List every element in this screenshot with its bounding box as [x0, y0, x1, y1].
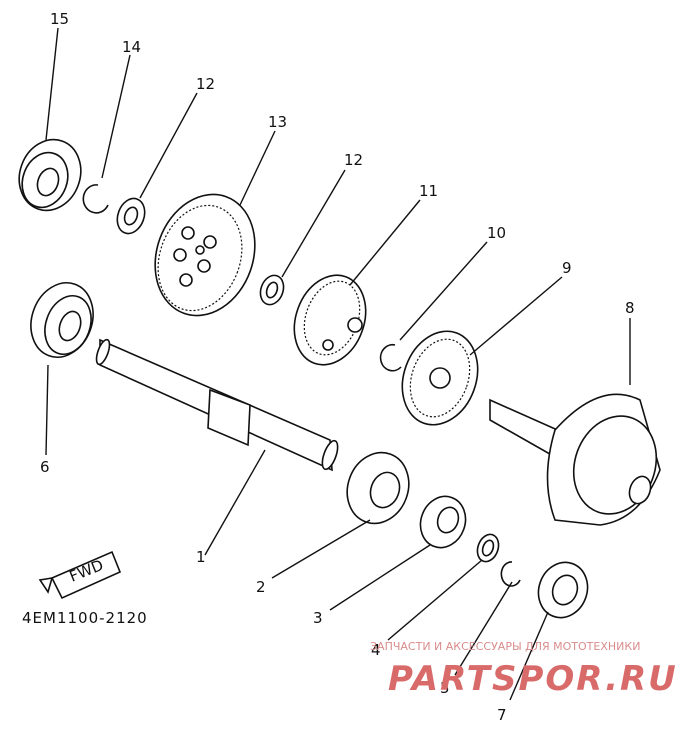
watermark-subtitle: ЗАПЧАСТИ И АКСЕССУАРЫ ДЛЯ МОТОТЕХНИКИ — [370, 640, 640, 653]
output-shaft-8 — [489, 393, 661, 526]
label-13: 13 — [268, 113, 287, 131]
label-4: 4 — [371, 641, 381, 659]
label-12-upper: 12 — [196, 75, 215, 93]
bearing-6 — [30, 282, 94, 358]
fwd-arrow: FWD — [38, 550, 122, 600]
circlip-14 — [82, 184, 109, 214]
circlip-5 — [500, 561, 521, 587]
circlip-10 — [379, 343, 402, 372]
label-2: 2 — [256, 578, 266, 596]
label-15: 15 — [50, 10, 69, 28]
washer-4 — [476, 533, 500, 563]
label-10: 10 — [487, 224, 506, 242]
label-5: 5 — [440, 679, 450, 697]
label-1: 1 — [196, 548, 206, 566]
main-axle-1 — [95, 338, 339, 472]
label-12-lower: 12 — [344, 151, 363, 169]
label-6: 6 — [40, 458, 50, 476]
label-8: 8 — [625, 299, 635, 317]
clutch-2 — [346, 451, 410, 525]
gear-13 — [154, 193, 256, 317]
washer-12-lower — [259, 274, 285, 306]
bearing-15 — [18, 138, 82, 212]
label-7: 7 — [497, 706, 507, 724]
gear-3 — [419, 495, 467, 549]
washer-12-upper — [116, 197, 146, 235]
gear-11 — [293, 274, 367, 366]
watermark-logo: PARTSPOR.RU — [388, 659, 678, 699]
bearing-7 — [537, 561, 589, 619]
diagram-code: 4EM1100-2120 — [22, 609, 148, 627]
gear-9 — [401, 330, 479, 426]
label-14: 14 — [122, 38, 141, 56]
label-11: 11 — [419, 182, 438, 200]
label-3: 3 — [313, 609, 323, 627]
label-9: 9 — [562, 259, 572, 277]
